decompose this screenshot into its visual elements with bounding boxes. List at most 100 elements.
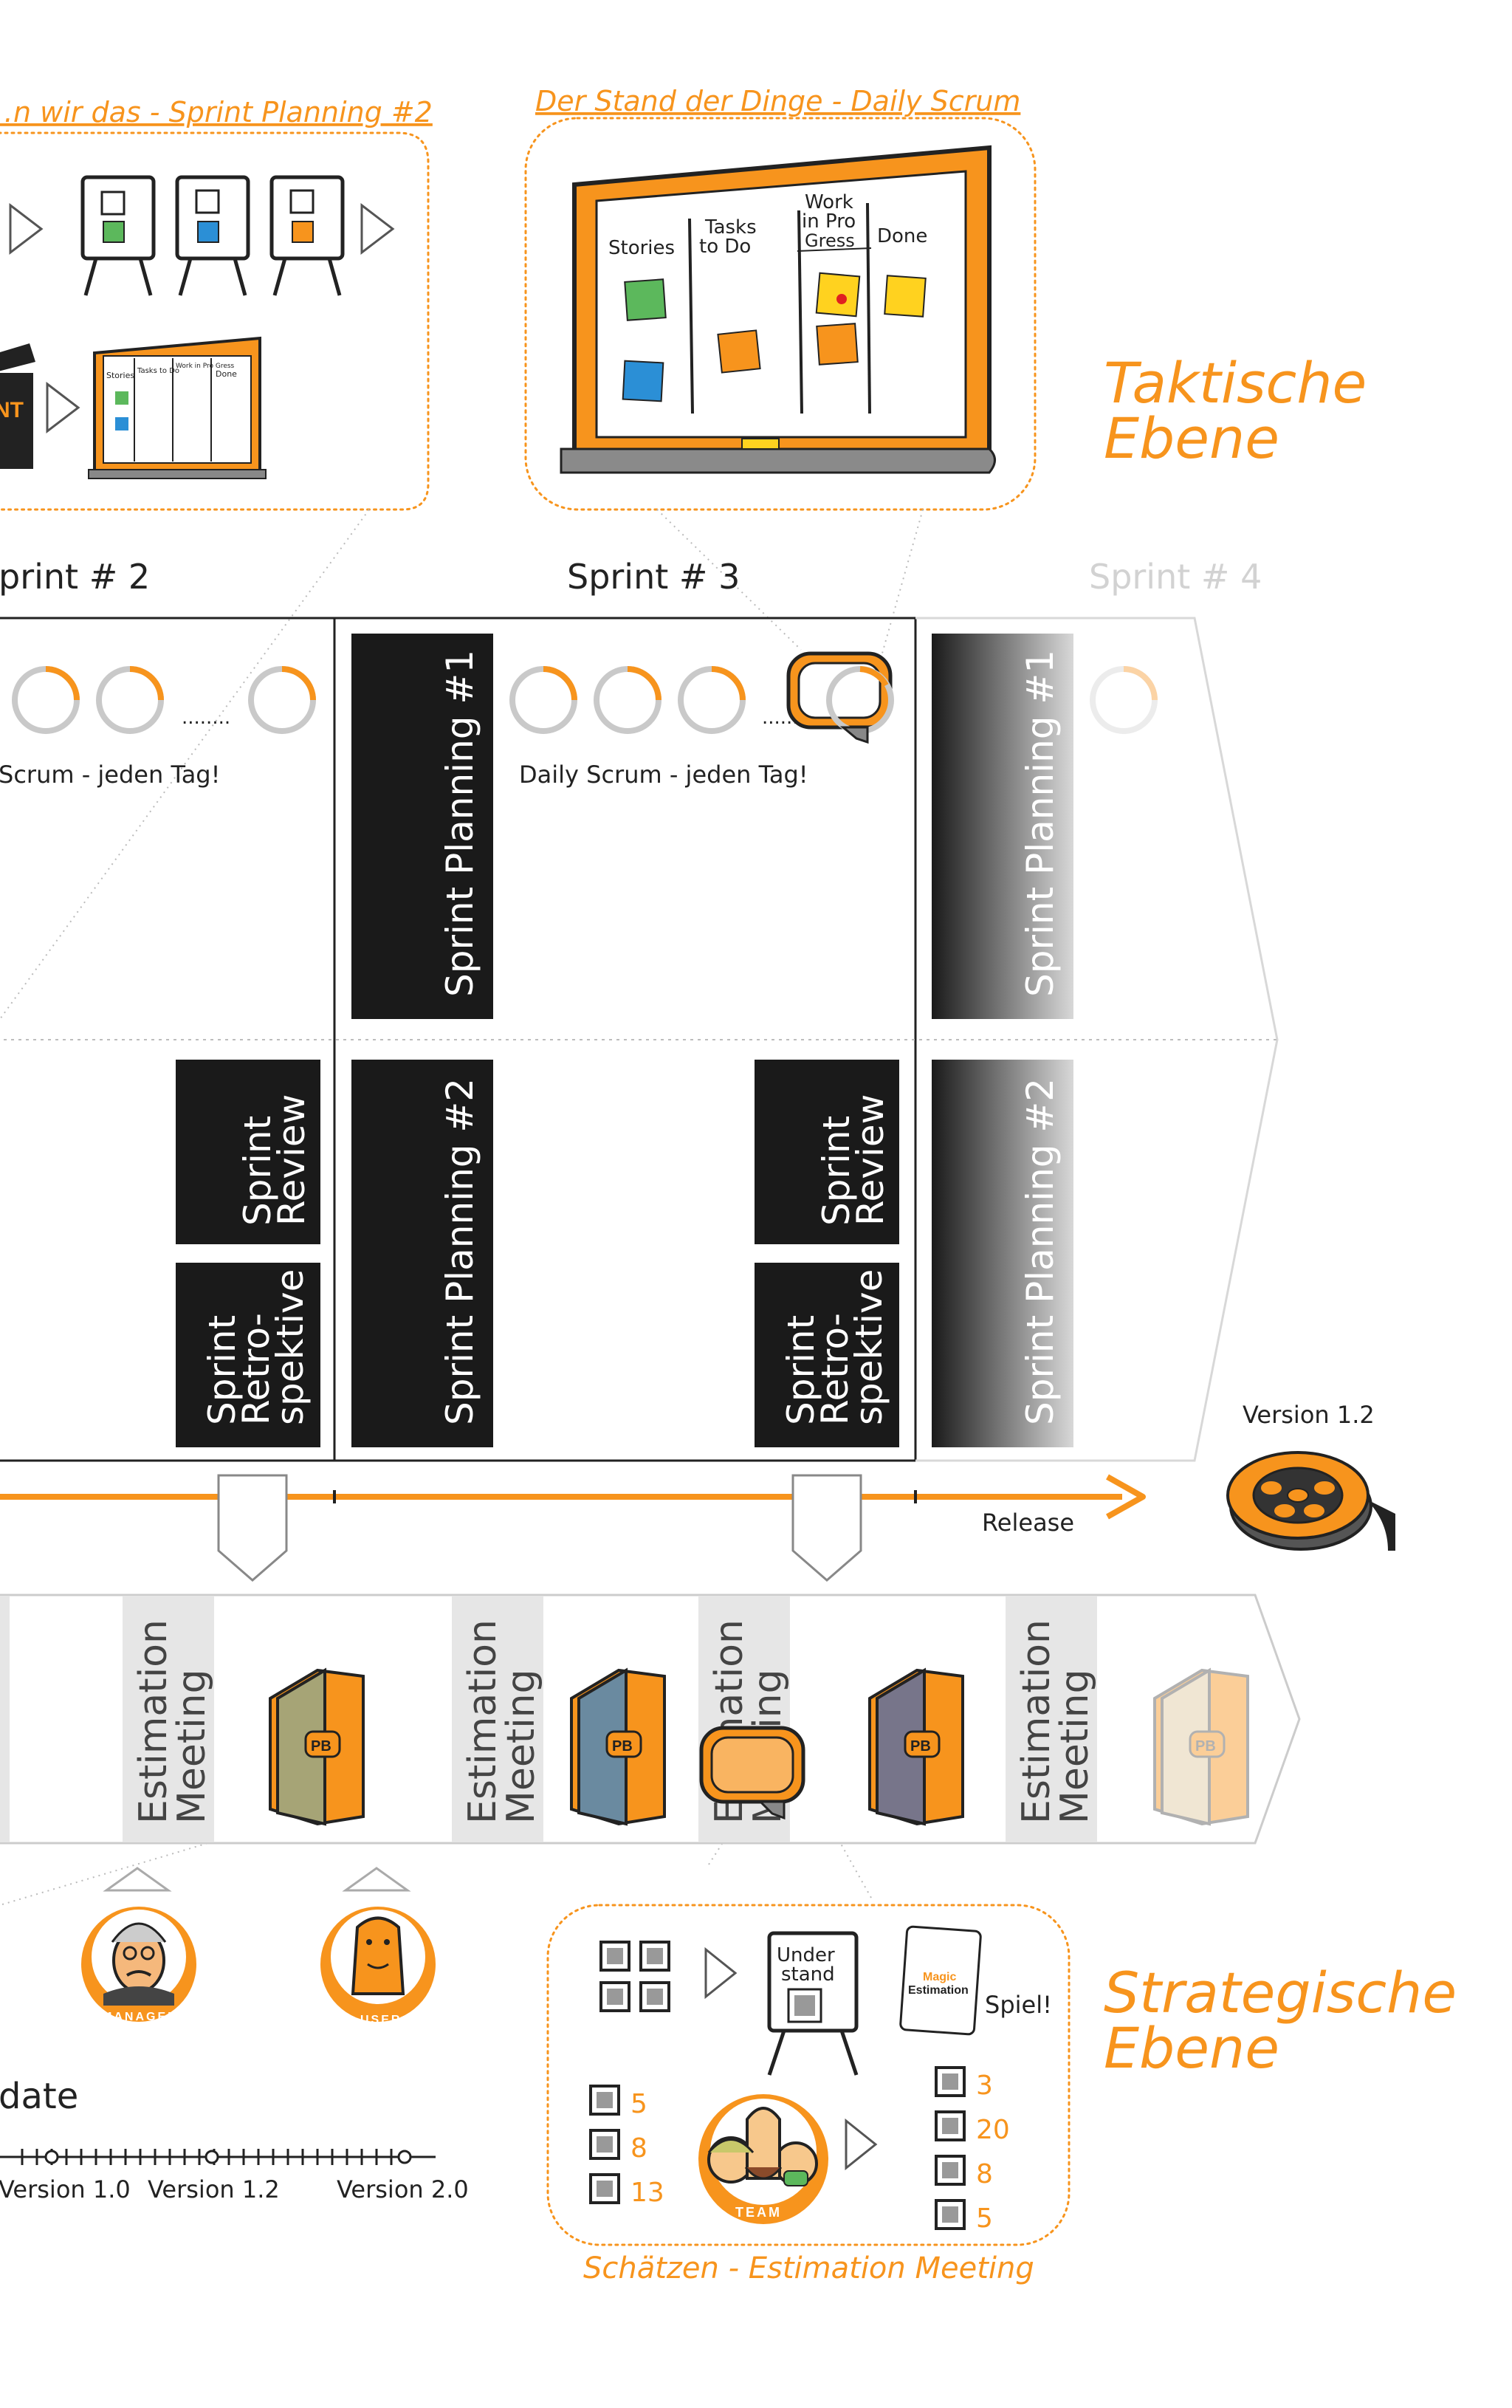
magic-estimation-card-icon: Magic Estimation [899,1925,982,2036]
sprint-marker [217,1474,288,1582]
sprint-planning-illustration: …n wir das - Sprint Planning #2 [0,96,433,511]
svg-text:Sprint: Sprint [236,1116,279,1226]
svg-text:spektive: spektive [269,1269,312,1425]
svg-text:to Do: to Do [699,236,751,258]
svg-text:TEAM: TEAM [735,2205,782,2220]
right-estimate: 20 [976,2115,1010,2145]
team-avatar: TEAM [698,2094,828,2224]
daily-scrum-text: Scrum - jeden Tag! [0,761,220,789]
svg-text:Sprint Planning #1: Sprint Planning #1 [439,650,481,997]
svg-text:Stories: Stories [106,371,134,380]
svg-text:Tasks to Do: Tasks to Do [137,367,179,375]
svg-text:Done: Done [216,369,237,379]
flow-arrow-icon [46,381,80,434]
flow-arrow-icon [845,2118,878,2171]
estimation-meeting-column [452,1596,543,1842]
sprint-4-planning-1-block [932,634,1073,1019]
left-estimate: 5 [630,2089,647,2119]
board-col-wip: Work [805,191,853,213]
flipchart-icon [175,175,250,296]
story-card-icon [935,2066,966,2097]
board-col-stories: Stories [608,237,675,259]
sprint-band: ........ Scrum - jeden Tag! Sprint Revie… [0,617,1279,1462]
estimation-caption: Schätzen - Estimation Meeting [583,2251,1034,2285]
svg-text:Estimation: Estimation [131,1619,176,1824]
spiel-label: Spiel! [985,1991,1052,2019]
svg-text:Retro-: Retro- [235,1313,278,1425]
daily-scrum-text: Daily Scrum - jeden Tag! [519,761,808,789]
sticky-note [622,360,664,402]
roadmap-v20: Version 2.0 [337,2175,469,2203]
left-estimate: 13 [630,2178,664,2208]
right-estimate: 5 [976,2203,993,2234]
sprint-review-block [755,1060,899,1244]
svg-text:........: ........ [182,707,230,729]
svg-text:Meeting: Meeting [170,1669,214,1824]
flow-arrow-icon [360,202,395,255]
sprint-2-label: print # 2 [0,557,150,597]
svg-text:Estimation: Estimation [461,1619,505,1824]
magnifier-icon [699,1726,805,1820]
clapperboard-icon: NT [0,343,35,469]
estimation-meeting-illustration: Schätzen - Estimation Meeting Under stan… [546,1904,1071,2285]
left-estimate: 8 [630,2133,647,2164]
magnifier-icon [786,651,894,744]
svg-text:Estimation: Estimation [1014,1619,1059,1824]
board-col-tasks: Tasks [704,216,757,239]
sprint-planning-caption: …n wir das - Sprint Planning #2 [0,96,433,128]
sticky-note [624,278,667,321]
release-roadmap: date Version 1.0 Version 1.2 Version 2.0 [0,2076,469,2203]
release-label: Release [982,1509,1074,1537]
svg-text:PB: PB [612,1738,633,1754]
estimation-meeting-column [1006,1596,1097,1842]
sticky-note [815,272,861,318]
flow-arrow-icon [9,202,44,255]
svg-text:Meeting: Meeting [1053,1669,1097,1824]
svg-text:Sprint Planning #1: Sprint Planning #1 [1019,650,1062,997]
svg-text:Ebene: Ebene [1104,2015,1279,2081]
sprint-planning-2-block [351,1060,493,1447]
flipchart-icon [269,175,345,296]
svg-text:Estimation: Estimation [908,1984,969,1997]
roadmap-v10: Version 1.0 [0,2175,131,2203]
sprint-marker [791,1474,862,1582]
sprint-planning-1-block [351,634,493,1019]
sprint-4-label: Sprint # 4 [1089,557,1262,597]
understand-flipchart-icon: Under stand [767,1931,859,2076]
story-card-icon [589,2173,620,2204]
estimation-meeting-column [123,1596,214,1842]
product-backlog-book-icon: PB [269,1667,365,1826]
svg-text:Review: Review [849,1094,892,1226]
svg-text:Retro-: Retro- [814,1313,856,1425]
product-backlog-band: Estimation Meeting Estimation Meeting Es… [0,1594,1301,1845]
sprint-4-planning-2-block [932,1060,1073,1447]
release-timeline: Release Version 1.2 [0,1401,1395,1582]
svg-text:Gress: Gress [805,230,855,251]
svg-text:Sprint Planning #2: Sprint Planning #2 [439,1078,481,1425]
manager-avatar: MANAGER [81,1907,196,2023]
roadmap-v12: Version 1.2 [148,2175,280,2203]
board-col-done: Done [877,225,927,247]
strategic-heading: Strategische [1104,1960,1457,2025]
version-1-2-marker [205,2150,219,2164]
right-estimate: 3 [976,2071,993,2101]
sticky-note [717,329,761,374]
user-avatar: USER [320,1907,436,2026]
sticky-note [816,323,859,366]
svg-text:Sprint: Sprint [780,1315,822,1425]
product-backlog-book-icon: PB [868,1667,964,1826]
svg-text:Review: Review [270,1094,313,1226]
svg-text:USER: USER [360,2014,402,2026]
svg-text:Magic: Magic [923,1971,956,1983]
svg-text:Sprint Planning #2: Sprint Planning #2 [1019,1078,1062,1425]
product-backlog-book-icon: PB [570,1667,666,1826]
svg-text:Meeting: Meeting [499,1669,543,1824]
story-card-icon [935,2110,966,2141]
sprint-review-block [176,1060,320,1244]
daily-scrum-illustration: Der Stand der Dinge - Daily Scrum Storie… [524,85,1037,511]
sticky-note [884,275,927,318]
film-reel-icon [1226,1451,1395,1551]
svg-text:stand: stand [781,1963,835,1986]
sprint-3-label: Sprint # 3 [567,557,740,597]
